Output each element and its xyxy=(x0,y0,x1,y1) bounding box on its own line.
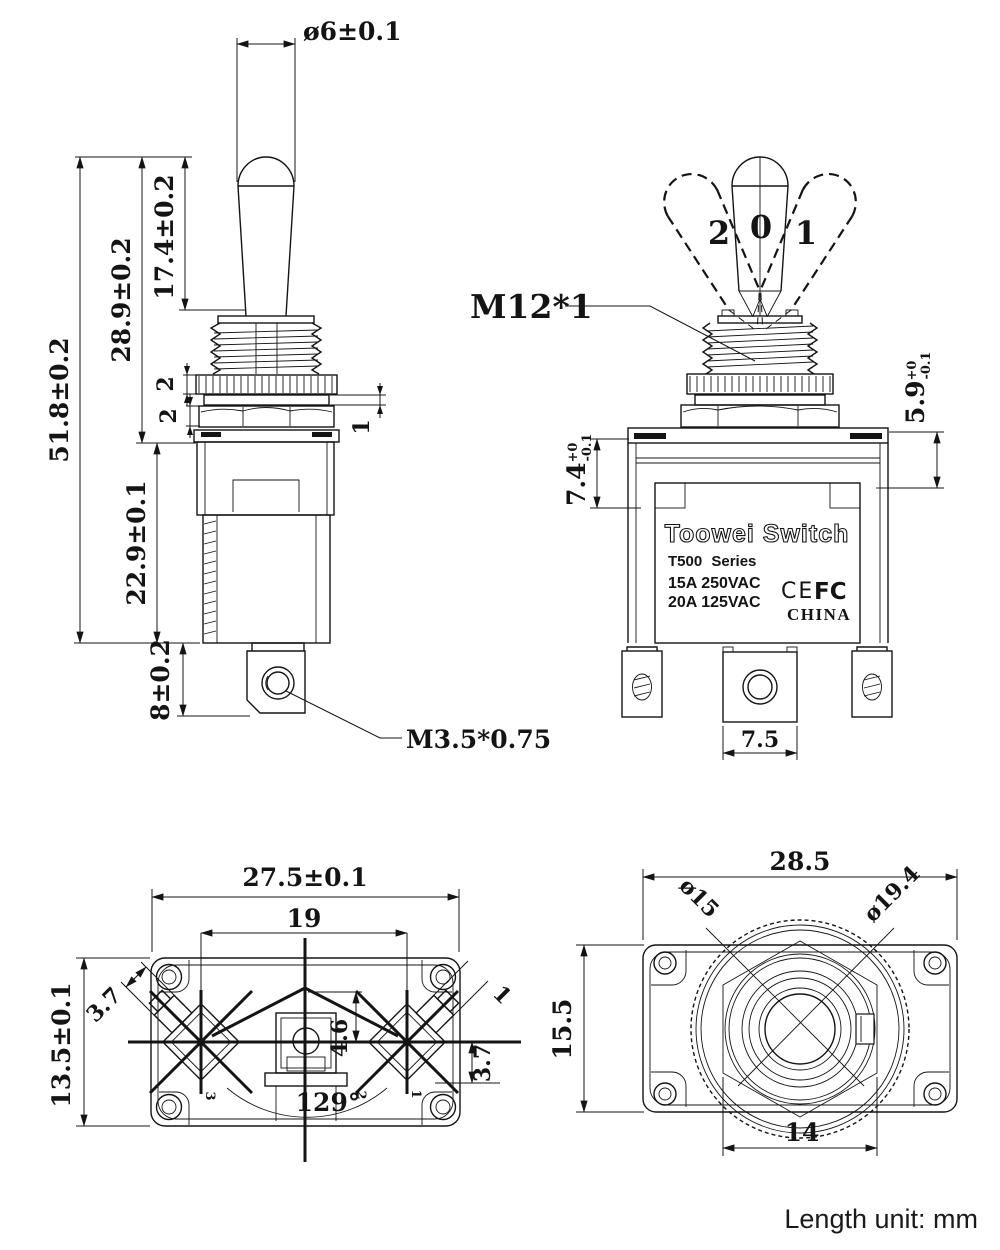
dim-label-terminal-width: 7.5 xyxy=(741,727,779,753)
top-body-outline xyxy=(642,944,958,1113)
terminal-number-3: 3 xyxy=(202,1091,217,1100)
position-label-1: 1 xyxy=(795,214,817,252)
flange-step-tol-upper: +0 xyxy=(566,443,581,463)
top-leaders xyxy=(705,927,895,1087)
flange-step-tol-lower: -0.1 xyxy=(580,434,595,462)
side-bushing-threads xyxy=(209,322,323,375)
side-flat-washer xyxy=(203,394,330,406)
fcc-mark: FC xyxy=(814,579,847,605)
bottom-terminal-2 xyxy=(264,1012,348,1121)
side-lever xyxy=(217,156,315,324)
side-step-tol-upper: +0 xyxy=(905,361,920,381)
front-view: 2 0 1 M12*1 xyxy=(470,156,944,760)
rating-2-text: 20A 125VAC xyxy=(668,594,761,611)
top-bushing-rings xyxy=(690,919,910,1139)
dim-label-nut: 2 xyxy=(156,408,182,423)
side-lock-washer xyxy=(195,374,338,395)
dim-label-body-height: 22.9±0.1 xyxy=(122,480,151,605)
side-hex-nut xyxy=(198,405,335,428)
bottom-corner-holes xyxy=(155,960,457,1125)
front-lock-washer xyxy=(686,373,834,395)
terminal-thread-leader xyxy=(285,690,402,739)
front-terminals xyxy=(621,646,893,723)
dim-label-terminal-height: 8±0.2 xyxy=(146,639,175,721)
terminal-thread-label: M3.5*0.75 xyxy=(406,725,551,754)
flange-step-value: 7.4 xyxy=(562,463,591,507)
rating-1-text: 15A 250VAC xyxy=(668,575,761,592)
ce-mark: CE xyxy=(781,579,814,604)
position-label-2: 2 xyxy=(708,214,730,252)
bottom-dimensions xyxy=(76,889,500,1127)
dim-label-blade-left: 3.7 xyxy=(81,982,126,1027)
dim-label-corner: 1 xyxy=(487,980,516,1009)
top-keyway-tab xyxy=(855,1013,875,1045)
dim-label-knurl: 2 xyxy=(153,376,179,391)
dim-label-upper-height: 28.9±0.2 xyxy=(107,237,136,362)
dim-label-pitch: 19 xyxy=(287,904,322,933)
bottom-view: 3 2 1 27.5±0.1 19 13.5±0.1 3.7 xyxy=(47,863,521,1162)
dim-label-tip-diameter: ø6±0.1 xyxy=(303,17,402,46)
dim-label-blade-right: 3.7 xyxy=(470,1044,496,1082)
top-corner-holes xyxy=(651,950,949,1107)
dim-label-center-offset: 4.6 xyxy=(327,1019,353,1057)
dim-label-lever-height: 17.4±0.2 xyxy=(150,174,179,299)
front-lever-position-left xyxy=(663,173,764,331)
front-lever-position-right xyxy=(756,173,857,331)
dim-label-hole-diameter: ø15 xyxy=(674,873,724,923)
brand-text: Toowei Switch xyxy=(665,520,850,548)
dim-label-bottom-height: 13.5±0.1 xyxy=(47,982,76,1107)
front-flat-washer xyxy=(694,394,826,406)
side-view: M3.5*0.75 xyxy=(45,17,551,754)
top-view: 28.5 15.5 14 ø15 ø19.4 xyxy=(548,847,958,1156)
position-label-0: 0 xyxy=(750,208,772,246)
bottom-terminal-1 xyxy=(367,989,460,1082)
series-text: T500 Series xyxy=(668,553,756,570)
side-step-value: 5.9 xyxy=(901,381,930,425)
bushing-thread-leader xyxy=(565,305,756,362)
front-hex-nut xyxy=(680,404,840,428)
dim-label-nut-flats: 14 xyxy=(785,1118,820,1147)
side-dimensions xyxy=(74,38,386,717)
dim-label-washer: 1 xyxy=(349,419,375,434)
throw-angle-arc xyxy=(226,1087,388,1118)
dim-label-side-step: 5.9+0-0.1 xyxy=(901,352,934,424)
top-dimensions xyxy=(576,869,958,1156)
dim-label-top-width: 28.5 xyxy=(770,847,831,876)
front-bushing-threads xyxy=(701,322,819,375)
nameplate: Toowei Switch T500 Series 15A 250VAC 20A… xyxy=(664,519,851,624)
side-terminal xyxy=(246,642,306,714)
side-mounting-flange xyxy=(193,429,340,443)
front-dimensions xyxy=(590,431,944,760)
dim-label-top-height: 15.5 xyxy=(548,999,577,1060)
top-body-inner xyxy=(649,951,951,1106)
bottom-centerlines xyxy=(128,938,521,1162)
front-housing xyxy=(627,443,889,644)
dim-label-throw-angle: 129° xyxy=(296,1088,361,1117)
front-mounting-flange xyxy=(627,427,889,444)
front-lever-center xyxy=(717,156,803,324)
dim-label-bottom-width: 27.5±0.1 xyxy=(242,863,367,892)
dim-label-flange-step: 7.4+0-0.1 xyxy=(562,434,595,506)
top-hex-nut xyxy=(722,940,878,1118)
dim-label-total-height: 51.8±0.2 xyxy=(45,337,74,462)
length-unit-note: Length unit: mm xyxy=(784,1204,978,1234)
dim-label-ring-diameter: ø19.4 xyxy=(859,861,926,928)
side-step-tol-lower: -0.1 xyxy=(919,352,934,380)
terminal-number-1: 1 xyxy=(408,1089,423,1098)
origin-text: CHINA xyxy=(787,605,851,624)
side-housing xyxy=(196,441,335,644)
terminal-number-2: 2 xyxy=(353,1090,368,1099)
